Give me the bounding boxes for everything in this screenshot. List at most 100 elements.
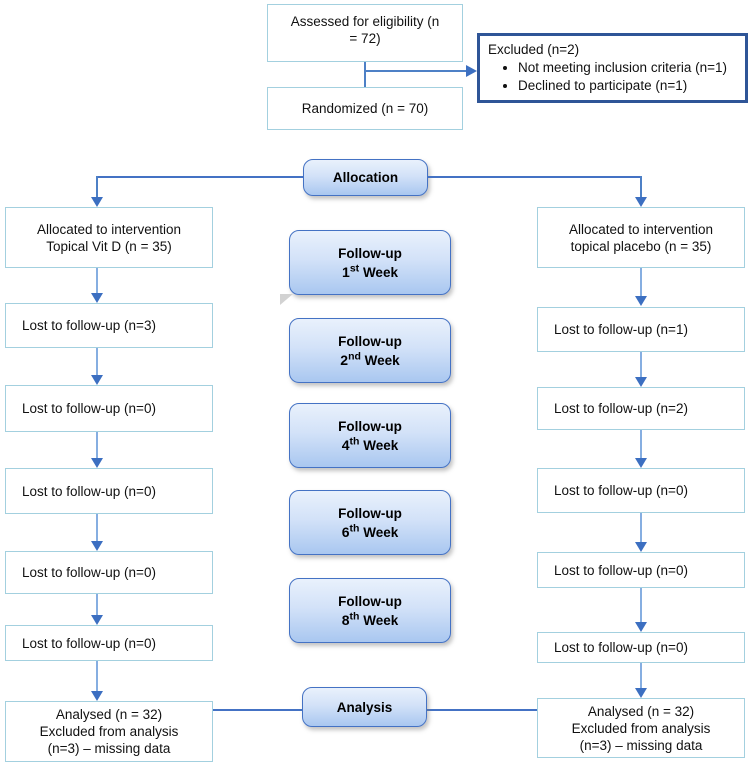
allocation-stage-box: Allocation	[303, 159, 428, 196]
assessed-eligibility-box: Assessed for eligibility (n = 72)	[267, 4, 463, 62]
followup-week1-box: Follow-up 1st Week	[289, 230, 451, 295]
lost-left-2-label: Lost to follow-up (n=0)	[22, 401, 156, 416]
lost-right-4-label: Lost to follow-up (n=0)	[554, 562, 688, 578]
callout-tail-icon	[280, 294, 293, 305]
analysis-label: Analysis	[336, 699, 393, 715]
lost-right-5-box: Lost to follow-up (n=0)	[537, 632, 745, 663]
excluded-bullet-2: Declined to participate (n=1)	[518, 77, 739, 95]
arrow-left-6-stem	[96, 661, 98, 692]
followup-week8-suffix: th	[349, 610, 360, 622]
followup-week2-suffix: nd	[348, 350, 361, 362]
analysed-left-line2: Excluded from analysis	[39, 724, 179, 739]
analysed-right-line2: Excluded from analysis	[571, 720, 711, 736]
analysis-link-right	[427, 709, 537, 711]
followup-week6-label: Follow-up	[338, 505, 402, 521]
allocation-branch-right-h	[428, 176, 641, 178]
followup-week2-num: 2	[340, 351, 349, 368]
analysed-right-line3: (n=3) – missing data	[579, 737, 703, 753]
lost-left-5-label: Lost to follow-up (n=0)	[22, 635, 156, 651]
arrow-right-3-stem	[640, 430, 642, 459]
allocation-label: Allocation	[332, 170, 399, 185]
excluded-title: Excluded (n=2)	[488, 42, 580, 57]
followup-week2-label: Follow-up	[338, 333, 402, 349]
followup-week2-box: Follow-up 2nd Week	[289, 318, 451, 383]
lost-left-1-label: Lost to follow-up (n=3)	[22, 318, 156, 333]
analysis-link-left	[213, 709, 302, 711]
followup-week6-week: 6th Week	[342, 523, 399, 542]
arrow-left-2-stem	[96, 348, 98, 376]
followup-week2-week: 2nd Week	[340, 351, 399, 370]
followup-week4-word: Week	[363, 437, 399, 453]
analysis-stage-box: Analysis	[302, 687, 427, 727]
lost-left-4-box: Lost to follow-up (n=0)	[5, 551, 213, 594]
allocated-left-box: Allocated to intervention Topical Vit D …	[5, 207, 213, 268]
followup-week6-suffix: th	[349, 522, 360, 534]
followup-week6-num: 6	[341, 523, 350, 540]
followup-week2-word: Week	[364, 352, 400, 368]
analysed-left-line3: (n=3) – missing data	[47, 741, 171, 756]
excluded-bullet-list: Not meeting inclusion criteria (n=1) Dec…	[488, 59, 739, 95]
lost-left-4-label: Lost to follow-up (n=0)	[22, 565, 156, 580]
arrow-right-1-head-icon	[634, 296, 647, 306]
followup-week4-box: Follow-up 4th Week	[289, 403, 451, 468]
allocated-left-line1: Allocated to intervention	[36, 221, 182, 237]
allocation-branch-left-v	[96, 176, 98, 198]
allocation-left-arrowhead-icon	[90, 197, 103, 207]
followup-week8-box: Follow-up 8th Week	[289, 578, 451, 643]
followup-week4-label: Follow-up	[338, 418, 402, 434]
arrow-right-3-head-icon	[634, 458, 647, 468]
lost-left-3-box: Lost to follow-up (n=0)	[5, 468, 213, 514]
arrow-left-5-stem	[96, 594, 98, 616]
analysed-left-box: Analysed (n = 32) Excluded from analysis…	[5, 701, 213, 762]
assessed-line2: = 72)	[349, 31, 381, 46]
lost-right-1-box: Lost to follow-up (n=1)	[537, 307, 745, 352]
lost-left-3-label: Lost to follow-up (n=0)	[22, 483, 156, 499]
followup-week4-num: 4	[341, 436, 350, 453]
arrow-right-2-head-icon	[634, 377, 647, 387]
analysed-right-line1: Analysed (n = 32)	[587, 703, 695, 719]
allocation-branch-left-h	[97, 176, 303, 178]
connector-to-excluded	[365, 70, 467, 72]
arrow-right-5-head-icon	[634, 622, 647, 632]
lost-right-4-box: Lost to follow-up (n=0)	[537, 552, 745, 588]
followup-week8-num: 8	[341, 611, 350, 628]
arrow-left-2-head-icon	[90, 375, 103, 385]
followup-week1-week: 1st Week	[342, 263, 398, 282]
arrow-left-1-stem	[96, 268, 98, 294]
arrow-right-5-stem	[640, 588, 642, 623]
lost-left-2-box: Lost to follow-up (n=0)	[5, 385, 213, 432]
arrow-right-1-stem	[640, 268, 642, 297]
followup-week1-label: Follow-up	[338, 245, 402, 261]
followup-week1-word: Week	[362, 264, 398, 280]
lost-right-2-label: Lost to follow-up (n=2)	[554, 401, 688, 416]
randomized-label: Randomized (n = 70)	[301, 101, 429, 116]
followup-week8-word: Week	[363, 612, 399, 628]
analysed-right-box: Analysed (n = 32) Excluded from analysis…	[537, 698, 745, 758]
connector-assessed-randomized	[364, 62, 366, 87]
arrow-left-5-head-icon	[90, 615, 103, 625]
allocation-right-arrowhead-icon	[634, 197, 647, 207]
excluded-bullet-1: Not meeting inclusion criteria (n=1)	[518, 59, 739, 77]
arrow-left-3-stem	[96, 432, 98, 459]
allocated-right-line1: Allocated to intervention	[568, 221, 714, 237]
followup-week1-num: 1	[342, 263, 350, 280]
arrow-left-6-head-icon	[90, 691, 103, 701]
allocated-right-box: Allocated to intervention topical placeb…	[537, 207, 745, 268]
lost-left-1-box: Lost to follow-up (n=3)	[5, 303, 213, 348]
followup-week4-suffix: th	[349, 435, 360, 447]
lost-right-3-box: Lost to follow-up (n=0)	[537, 468, 745, 513]
arrow-right-2-stem	[640, 352, 642, 378]
arrow-right-6-head-icon	[634, 688, 647, 698]
lost-right-1-label: Lost to follow-up (n=1)	[554, 322, 688, 337]
arrow-left-4-head-icon	[90, 541, 103, 551]
analysed-left-line1: Analysed (n = 32)	[55, 707, 163, 722]
arrow-left-3-head-icon	[90, 458, 103, 468]
allocation-branch-right-v	[640, 176, 642, 198]
followup-week6-word: Week	[363, 524, 399, 540]
arrow-left-4-stem	[96, 514, 98, 542]
excluded-arrowhead-icon	[466, 64, 477, 77]
followup-week8-label: Follow-up	[338, 593, 402, 609]
excluded-box: Excluded (n=2) Not meeting inclusion cri…	[477, 33, 748, 103]
arrow-right-4-stem	[640, 513, 642, 543]
